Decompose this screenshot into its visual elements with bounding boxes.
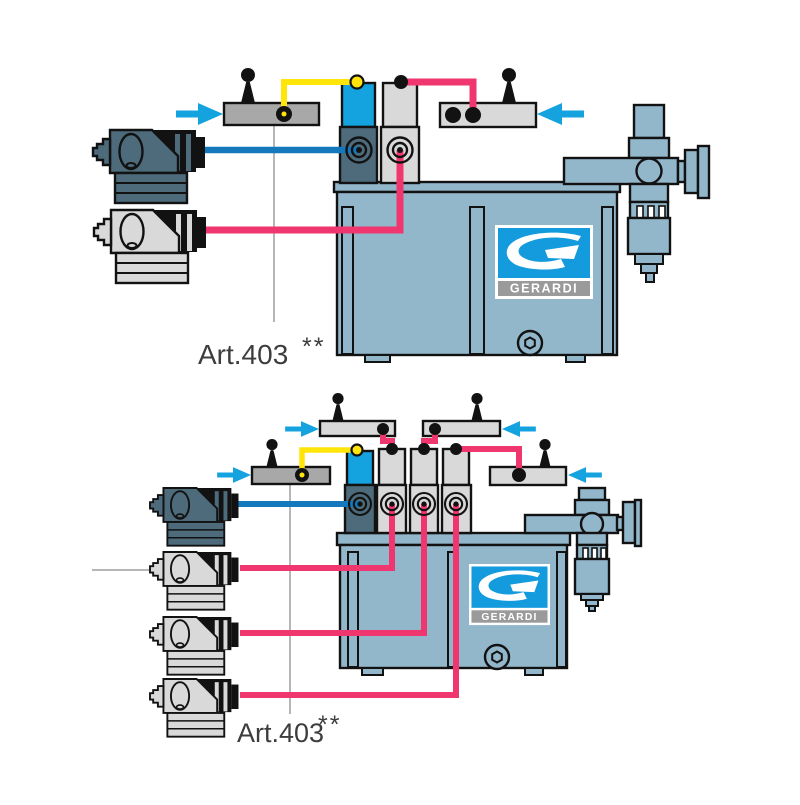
lever-valve-bar-c: [488, 465, 568, 487]
cable-dot: [418, 443, 430, 455]
tank-seam: [341, 206, 354, 355]
filter-drain-tip: [588, 605, 596, 612]
filter-drain-tip: [645, 272, 655, 283]
filter-neck: [575, 531, 609, 547]
cable-yellow: [299, 447, 356, 474]
frl-flange-plate: [696, 144, 711, 200]
valve-top-cyan: [345, 449, 375, 487]
gerardi-logo: [495, 225, 593, 299]
diagram-bottom-four-outlet-unit: Art.403 **: [92, 393, 643, 748]
filter-neck: [628, 182, 670, 204]
bar-dot: [512, 468, 526, 482]
cable-pink: [401, 78, 477, 112]
drain-plug-icon: [483, 643, 511, 671]
drain-plug-hex: [524, 336, 536, 350]
yellow-connector: [350, 443, 364, 457]
cable-dot: [394, 75, 408, 89]
drain-plug-hex: [491, 650, 503, 664]
hose-pink: [240, 504, 427, 636]
yellow-connector: [349, 74, 365, 90]
cable-yellow: [281, 79, 356, 113]
frl-union: [579, 511, 605, 537]
hose-pink: [240, 504, 459, 698]
tank-seam: [469, 206, 485, 355]
air-filter-regulator-icon: [523, 486, 643, 612]
cable-pink: [456, 446, 522, 472]
lever-valve-bar-left: [250, 465, 332, 486]
cable-dot: [386, 443, 398, 455]
filter-bowl: [573, 557, 611, 596]
hose-pink: [240, 504, 395, 571]
regulator-collar: [627, 136, 671, 160]
bar-dot: [465, 107, 481, 123]
frl-flange-plate: [633, 498, 643, 548]
article-note: **: [318, 711, 341, 739]
tank-foot: [524, 667, 544, 676]
frl-flange: [621, 500, 637, 545]
air-filter-regulator-icon: [562, 103, 711, 283]
lever-valve-bar-a: [318, 419, 397, 438]
regulator-knob: [577, 486, 607, 502]
pump-tank: [332, 180, 622, 363]
lever-valve-bar-left: [222, 101, 321, 127]
valve-top-cyan: [340, 81, 377, 129]
cable-dot: [450, 443, 462, 455]
tank-foot: [361, 667, 384, 676]
tank-seam: [347, 551, 359, 668]
gerardi-logo: [469, 564, 550, 626]
bar-dot: [429, 423, 441, 435]
filter-bowl: [626, 216, 672, 256]
valve-top-gray: [381, 81, 419, 129]
valve-block-cyan: [338, 81, 379, 185]
frl-flange: [683, 148, 700, 195]
bar-dot: [445, 107, 461, 123]
diagram-top-two-outlet-unit: Art.403 **: [91, 68, 711, 370]
article-note: **: [302, 333, 325, 361]
article-label: Art.403: [198, 339, 288, 370]
lever-valve-bar-right: [438, 101, 538, 129]
lever-valve-bar-b: [421, 419, 502, 438]
hose-pink: [206, 150, 404, 234]
tank-foot: [565, 354, 586, 363]
tank-foot: [364, 354, 391, 363]
regulator-knob: [632, 103, 666, 140]
tank-seam: [601, 206, 614, 355]
article-label: Art.403: [237, 718, 324, 748]
bar-dot: [377, 423, 389, 435]
frl-union: [635, 157, 663, 185]
drain-plug-icon: [516, 329, 544, 357]
tank-seam: [556, 551, 567, 668]
